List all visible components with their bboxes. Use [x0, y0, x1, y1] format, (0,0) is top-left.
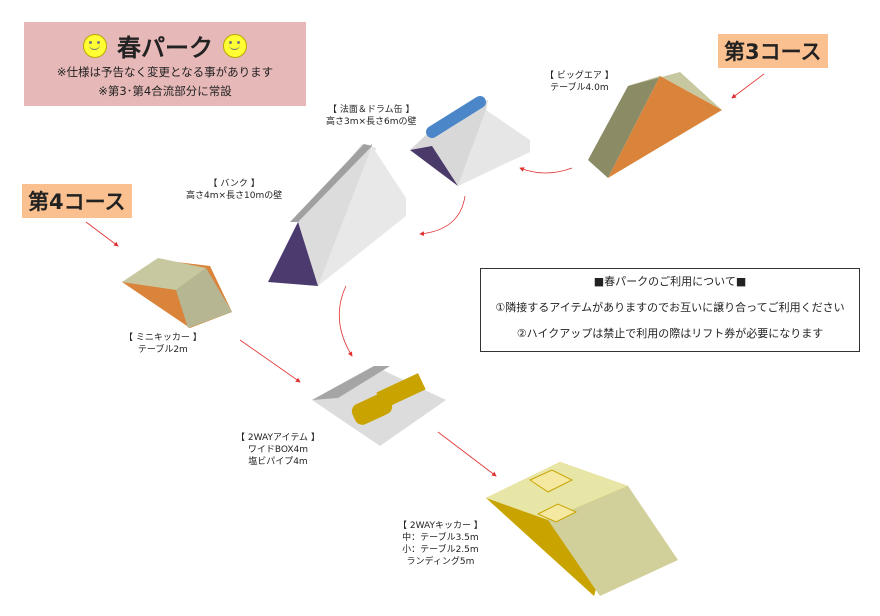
bank-shape: [268, 144, 406, 286]
two-way-item-shape: [312, 366, 446, 446]
title-box: 春パーク ※仕様は予告なく変更となる事があります ※第3･第4合流部分に常設: [24, 22, 306, 106]
note: ※第3･第4合流部分に常設: [98, 84, 232, 98]
item-label-bank: 【 バンク 】高さ4m×長さ10mの壁: [186, 179, 283, 201]
smiley-icon: [223, 33, 247, 58]
flow-arrows: [85, 73, 765, 477]
two-way-kicker-shape: [486, 462, 678, 596]
smiley-icon: [83, 33, 107, 58]
big-air-shape: [588, 72, 722, 178]
item-label-mini-kicker: 【 ミニキッカー 】テーブル2m: [124, 333, 202, 355]
item-label-slope-drum: 【 法面＆ドラム缶 】高さ3m×長さ6mの壁: [326, 105, 417, 127]
course-4-label: 第4コース: [22, 184, 132, 218]
item-label-big-air: 【 ビッグエア 】テーブル4.0m: [545, 71, 614, 93]
usage-notice: ■春パークのご利用について■ ①隣接するアイテムがありますのでお互いに譲り合って…: [480, 268, 860, 352]
page-title: 春パーク: [117, 34, 213, 62]
slope-drum-shape: [410, 96, 530, 186]
notice-line: ①隣接するアイテムがありますのでお互いに譲り合ってご利用ください: [495, 301, 845, 314]
note: ※仕様は予告なく変更となる事があります: [56, 65, 274, 79]
notice-title: ■春パークのご利用について■: [593, 275, 747, 288]
notice-line: ②ハイクアップは禁止で利用の際はリフト券が必要になります: [516, 327, 824, 340]
mini-kicker-shape: [122, 258, 232, 328]
course-3-label: 第3コース: [718, 34, 828, 68]
